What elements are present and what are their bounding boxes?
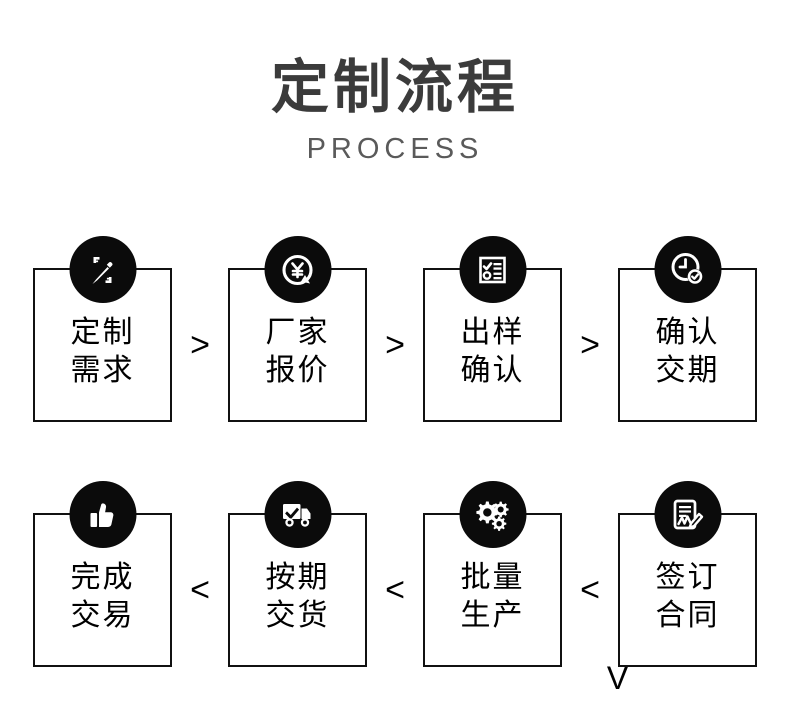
process-step-sign-contract[interactable]: 签订 合同 xyxy=(618,481,757,667)
process-step-label: 定制 需求 xyxy=(70,315,135,387)
process-step-mass-production[interactable]: 批量 生产 xyxy=(423,481,562,667)
process-step-label: 厂家 报价 xyxy=(265,315,330,387)
flow-connector-left-1: < xyxy=(190,571,210,609)
thumbs-up-icon xyxy=(69,481,136,548)
process-step-custom-requirement[interactable]: 定制 需求 xyxy=(33,236,172,422)
process-step-factory-quote[interactable]: 厂家 报价 xyxy=(228,236,367,422)
clock-check-icon xyxy=(654,236,721,303)
process-step-complete-transaction[interactable]: 完成 交易 xyxy=(33,481,172,667)
process-flow-diagram: 定制 需求 > xyxy=(0,236,790,694)
pencil-design-icon xyxy=(69,236,136,303)
process-step-confirm-delivery-date[interactable]: 确认 交期 xyxy=(618,236,757,422)
process-step-label: 完成 交易 xyxy=(70,560,135,632)
process-step-label: 按期 交货 xyxy=(265,560,330,632)
gears-icon xyxy=(459,481,526,548)
yuan-quote-bubble-icon xyxy=(264,236,331,303)
flow-connector-right-2: > xyxy=(385,326,405,364)
process-row-top: 定制 需求 > xyxy=(0,236,790,436)
page-subtitle: PROCESS xyxy=(306,132,484,165)
flow-connector-left-2: < xyxy=(385,571,405,609)
page-header: 定制流程 PROCESS xyxy=(0,0,790,166)
page-title: 定制流程 xyxy=(270,55,519,120)
process-row-bottom: 完成 交易 < xyxy=(0,481,790,681)
process-step-on-time-delivery[interactable]: 按期 交货 xyxy=(228,481,367,667)
process-step-label: 确认 交期 xyxy=(655,315,720,387)
contract-signing-icon xyxy=(654,481,721,548)
process-step-label: 出样 确认 xyxy=(460,315,525,387)
process-step-label: 批量 生产 xyxy=(460,560,525,632)
process-step-sample-confirmation[interactable]: 出样 确认 xyxy=(423,236,562,422)
flow-connector-right-3: > xyxy=(580,326,600,364)
flow-connector-right-1: > xyxy=(190,326,210,364)
flow-connector-left-3: < xyxy=(580,571,600,609)
delivery-truck-check-icon xyxy=(264,481,331,548)
process-step-label: 签订 合同 xyxy=(655,560,720,632)
checklist-icon xyxy=(459,236,526,303)
